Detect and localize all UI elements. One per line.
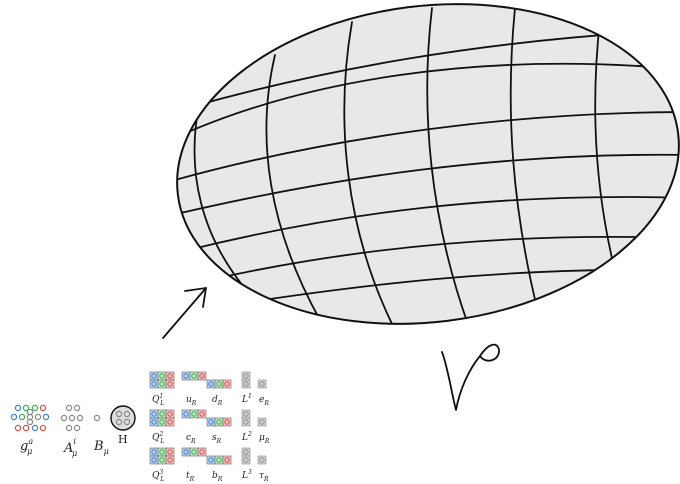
lepton-doublet-bottom <box>242 418 250 426</box>
charged-lepton-singlet <box>258 418 266 426</box>
up-label: tR <box>186 471 195 483</box>
charged-lepton-label: μR <box>259 433 270 445</box>
down-singlet <box>207 456 231 464</box>
pointer-arrow <box>163 288 206 338</box>
up-singlet <box>182 410 206 418</box>
lepton-doublet-bottom <box>242 380 250 388</box>
quark-doublet-top <box>150 448 174 456</box>
manifold <box>159 0 680 352</box>
charged-lepton-singlet <box>258 380 266 388</box>
quark-doublet-bottom <box>150 380 174 388</box>
quark-doublet-bottom <box>150 418 174 426</box>
gluon-multiplet <box>11 405 48 430</box>
lepton-doublet-top <box>242 372 250 380</box>
down-singlet <box>207 418 231 426</box>
up-label: uR <box>186 395 197 407</box>
quark-doublet-bottom <box>150 456 174 464</box>
down-label: bR <box>212 471 223 483</box>
lepton-label: L1 <box>241 393 252 405</box>
lepton-doublet-bottom <box>242 456 250 464</box>
charged-lepton-label: eR <box>259 395 269 407</box>
lepton-doublet-top <box>242 448 250 456</box>
hypercharge-singlet <box>94 415 99 420</box>
higgs-doublet <box>111 406 135 430</box>
up-label: cR <box>186 433 196 445</box>
manifold-label-v <box>442 345 499 410</box>
higgs-label: H <box>118 433 128 446</box>
charged-lepton-singlet <box>258 456 266 464</box>
down-label: dR <box>212 395 223 407</box>
lepton-doublet-top <box>242 410 250 418</box>
manifold-surface <box>159 0 680 352</box>
up-singlet <box>182 448 206 456</box>
up-singlet <box>182 372 206 380</box>
weak-multiplet <box>61 405 82 430</box>
down-singlet <box>207 380 231 388</box>
charged-lepton-label: τR <box>259 471 269 483</box>
lepton-label: L3 <box>241 469 252 481</box>
lepton-label: L2 <box>241 431 252 443</box>
down-label: sR <box>212 433 222 445</box>
hypercharge-label: Bμ <box>93 439 109 456</box>
quark-doublet-top <box>150 410 174 418</box>
quark-doublet-top <box>150 372 174 380</box>
